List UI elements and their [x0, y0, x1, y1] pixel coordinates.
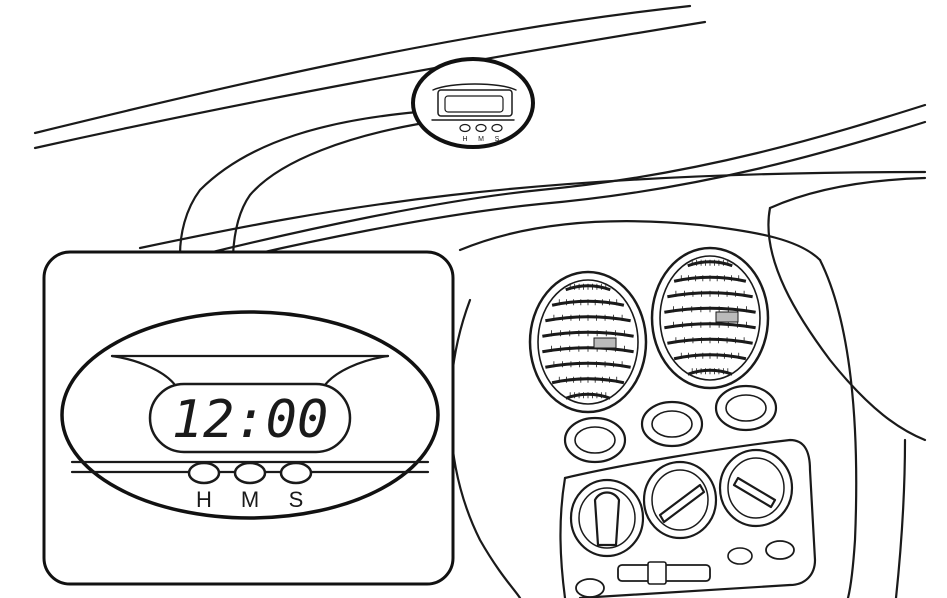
climate-control-panel: [559, 438, 817, 598]
clock-zoom-panel: 12:00 H M S: [42, 250, 455, 586]
air-vent-left: [528, 270, 648, 414]
hour-button[interactable]: [187, 461, 221, 485]
small-clock-label-s: S: [495, 136, 500, 143]
second-button-label: S: [289, 487, 304, 512]
dashboard-switches: [563, 384, 778, 464]
small-clock-label-h: H: [462, 136, 467, 143]
hour-button-label: H: [196, 487, 212, 512]
small-clock-label-m: M: [478, 136, 484, 143]
dashboard-contours: [33, 4, 927, 598]
minute-button-label: M: [241, 487, 259, 512]
small-clock-callout: H M S: [411, 57, 535, 149]
minute-button[interactable]: [233, 461, 267, 485]
air-vent-right: [650, 246, 770, 390]
clock-time-display: 12:00: [172, 390, 329, 450]
callout-leader-lines: [178, 110, 432, 257]
second-button[interactable]: [279, 461, 313, 485]
